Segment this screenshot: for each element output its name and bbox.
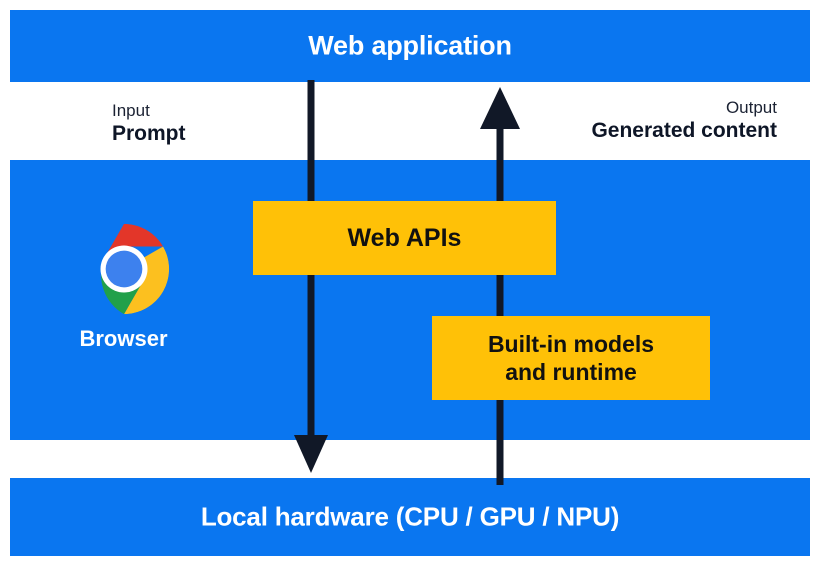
web-apis-box[interactable]: Web APIs — [253, 201, 556, 275]
input-kicker: Input — [112, 101, 150, 120]
web-application-label: Web application — [308, 30, 512, 61]
local-hardware-band: Local hardware (CPU / GPU / NPU) — [10, 478, 810, 556]
output-kicker: Output — [725, 98, 777, 117]
builtin-models-line1: Built-in models — [487, 330, 655, 357]
browser-label: Browser — [79, 326, 168, 351]
builtin-models-line2: and runtime — [505, 359, 637, 385]
builtin-models-label: Built-in models and runtime — [480, 330, 662, 386]
web-apis-label: Web APIs — [347, 223, 462, 252]
chrome-logo-icon — [100, 223, 169, 315]
browser-group: Browser — [56, 222, 191, 352]
web-application-band: Web application — [10, 10, 810, 82]
output-arrow-up-icon — [480, 87, 520, 485]
input-flow-label: Input Prompt — [112, 100, 186, 148]
builtin-models-box[interactable]: Built-in models and runtime — [432, 316, 710, 400]
input-arrow-down-icon — [294, 80, 328, 473]
output-value: Generated content — [591, 119, 777, 143]
local-hardware-label: Local hardware (CPU / GPU / NPU) — [200, 501, 620, 532]
input-value: Prompt — [112, 122, 186, 146]
output-flow-label: Output Generated content — [591, 97, 777, 145]
